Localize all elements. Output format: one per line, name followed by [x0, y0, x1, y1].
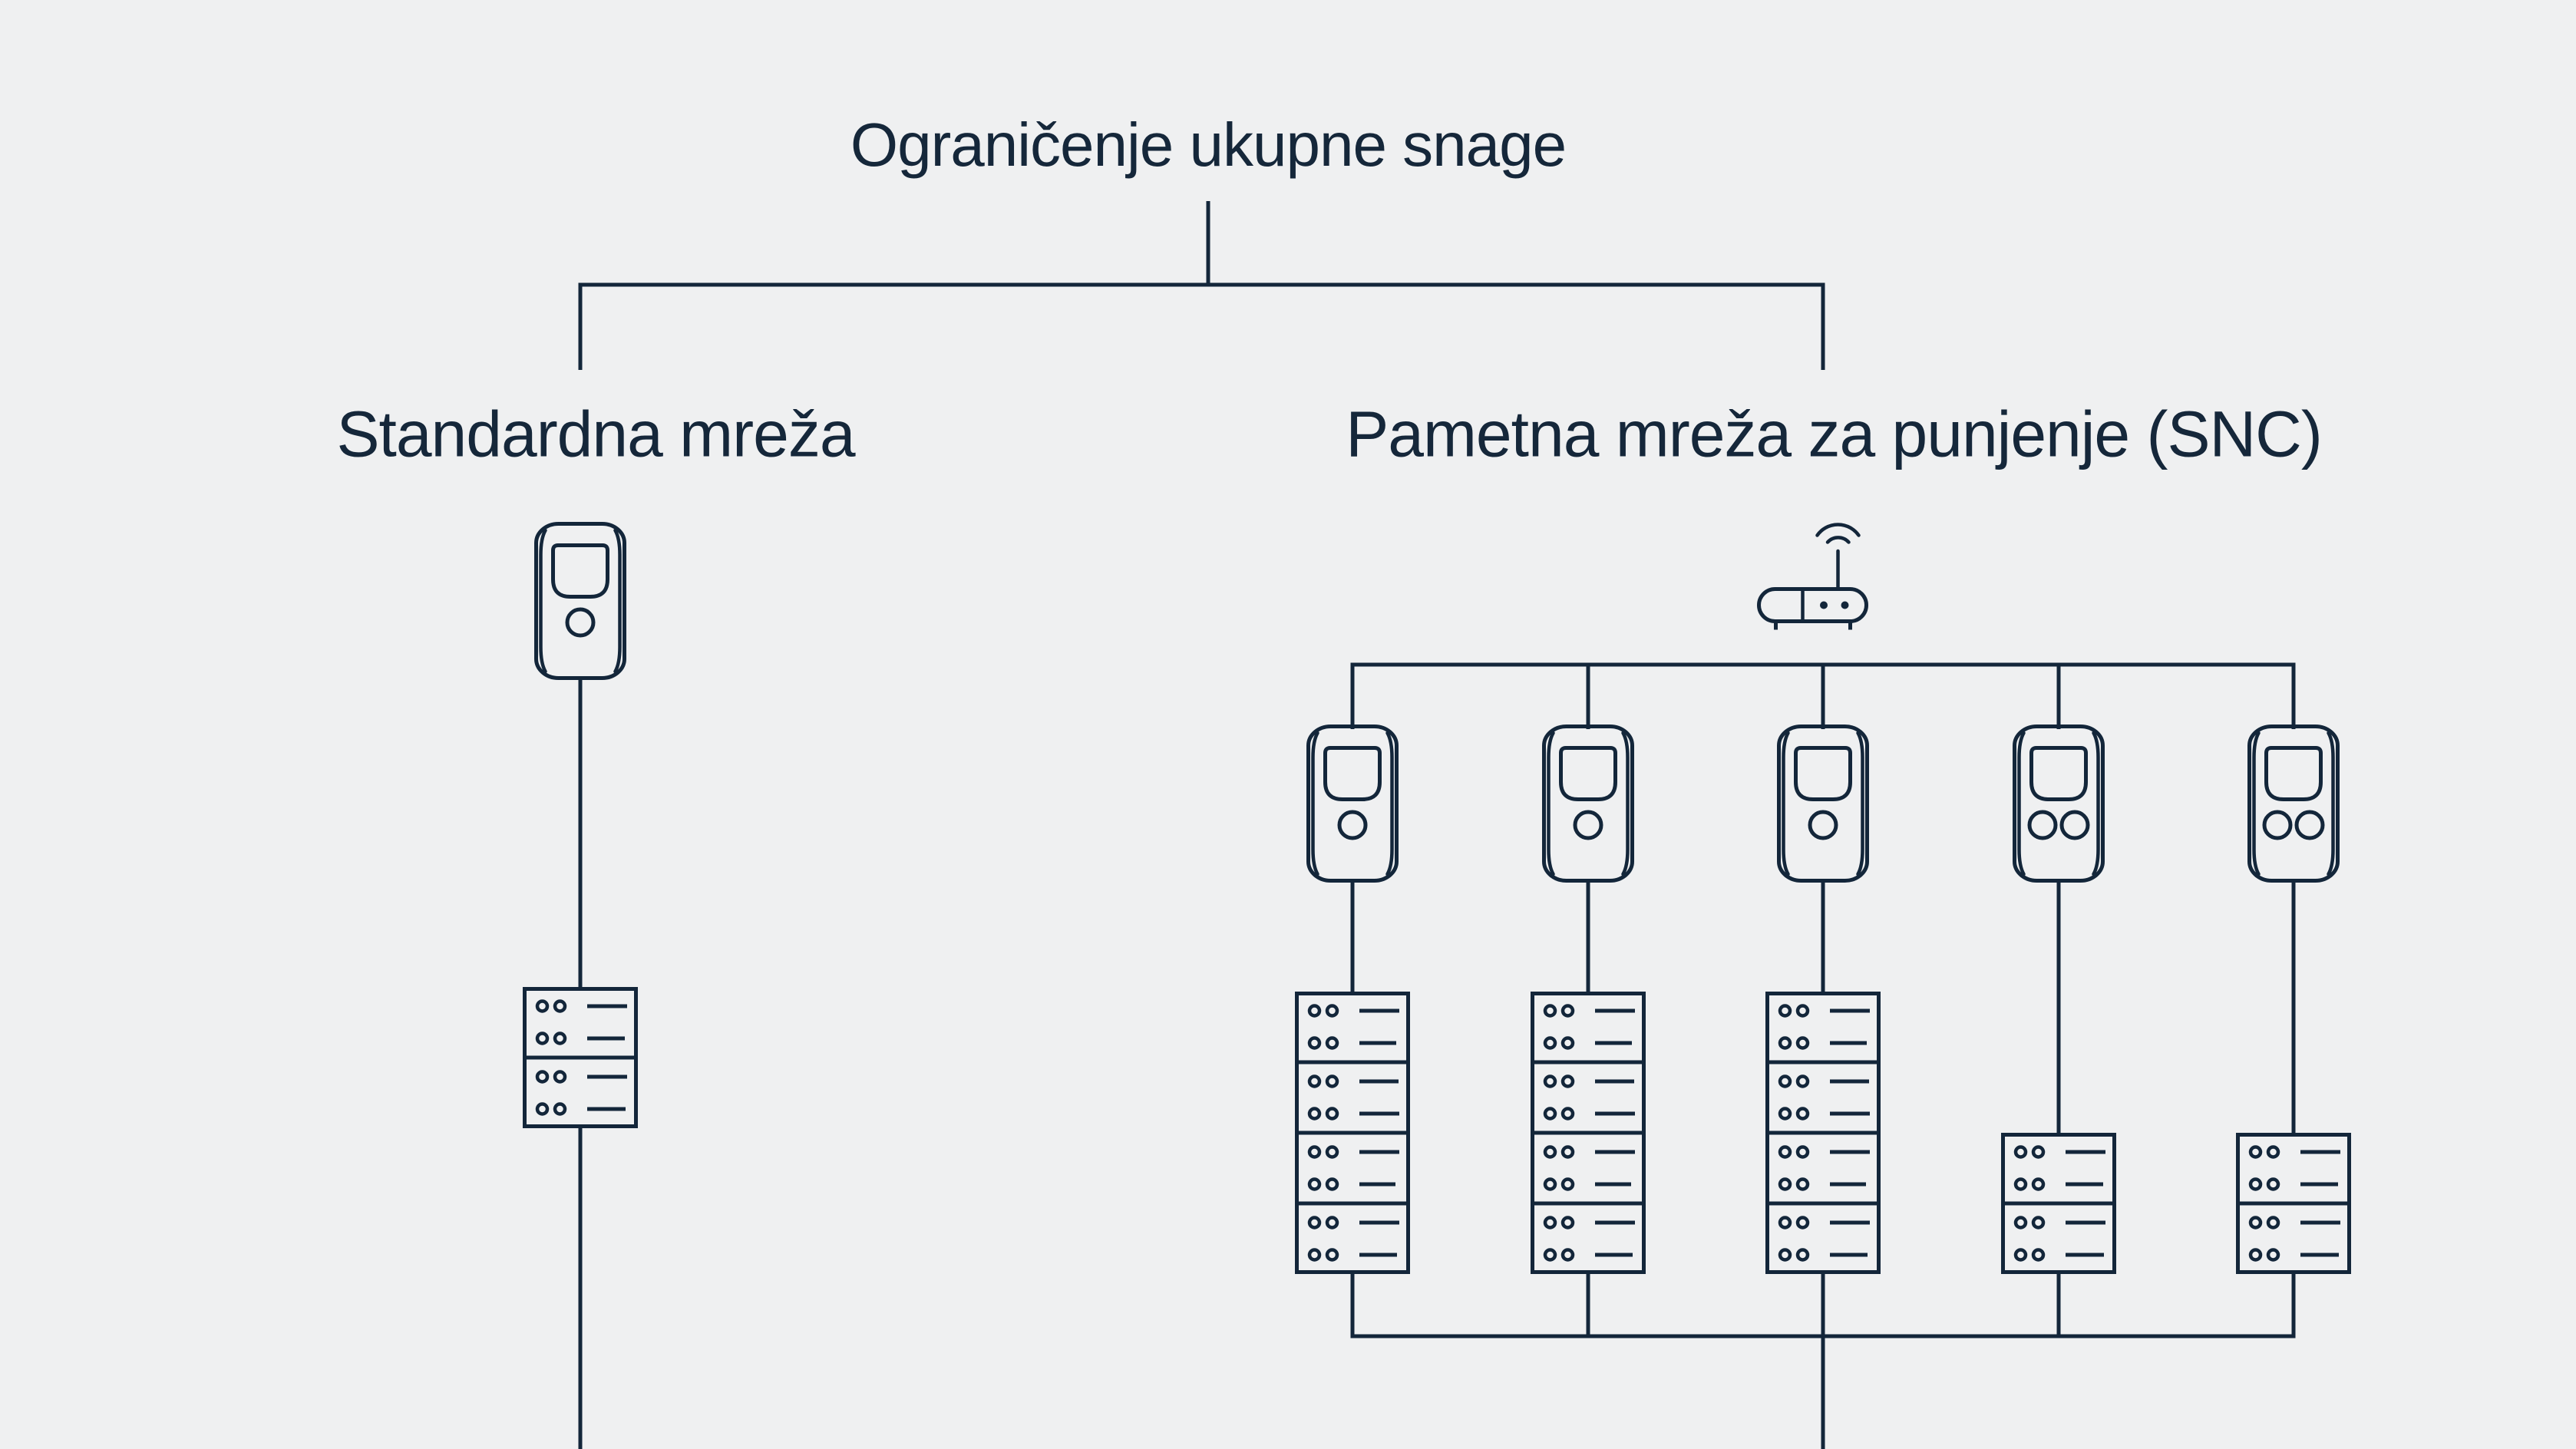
wallbox-double-socket-icon — [2250, 727, 2338, 881]
wallbox-double-socket-icon — [2015, 727, 2103, 881]
wallbox-single-socket-icon — [1779, 727, 1868, 881]
page-title: Ograničenje ukupne snage — [850, 111, 1567, 179]
distribution-board-2-bank-icon — [525, 989, 636, 1127]
wallbox-single-socket-icon — [1309, 727, 1397, 881]
distribution-board-2-bank-icon — [2238, 1135, 2350, 1272]
distribution-board-4-bank-icon — [1297, 994, 1409, 1272]
branch-label-smart: Pametna mreža za punjenje (SNC) — [1346, 398, 2323, 470]
wifi-router-icon — [1759, 524, 1867, 629]
wallbox-single-socket-icon — [537, 524, 625, 678]
wallbox-single-socket-icon — [1544, 727, 1633, 881]
connector-lines — [578, 201, 2296, 1449]
distribution-board-2-bank-icon — [2003, 1135, 2115, 1272]
distribution-board-4-bank-icon — [1768, 994, 1879, 1272]
branch-label-standard: Standardna mreža — [336, 398, 855, 470]
distribution-board-4-bank-icon — [1533, 994, 1644, 1272]
